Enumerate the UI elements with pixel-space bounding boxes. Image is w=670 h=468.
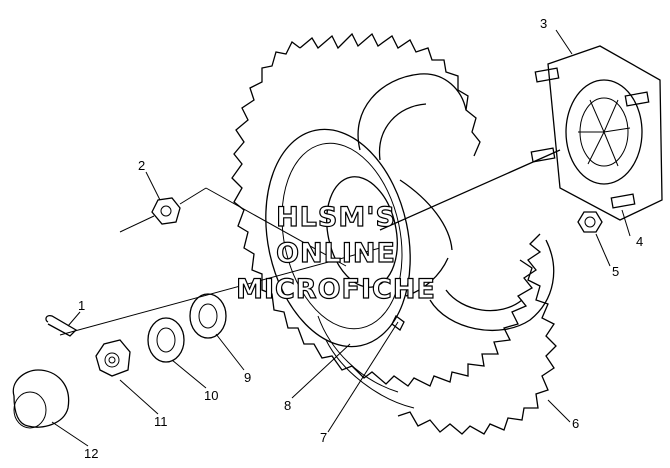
wheel-stud: [530, 67, 650, 209]
callout-10: 10: [204, 388, 218, 403]
axle-centerline: [59, 247, 381, 336]
callout-9: 9: [244, 370, 251, 385]
callout-8: 8: [284, 398, 291, 413]
callout-3: 3: [540, 16, 547, 31]
nut: [119, 187, 207, 233]
callout-6: 6: [572, 416, 579, 431]
callout-5: 5: [612, 264, 619, 279]
watermark-line-1: HLSM'S: [276, 202, 396, 233]
cotter-pin: [45, 314, 78, 337]
leader-lines: [51, 29, 631, 447]
watermark-line-2: ONLINE: [276, 238, 396, 269]
callout-1: 1: [78, 298, 85, 313]
callout-12: 12: [84, 446, 98, 461]
callout-4: 4: [636, 234, 643, 249]
watermark: HLSM'S ONLINE MICROFICHE: [235, 201, 436, 305]
callout-11: 11: [154, 414, 168, 429]
hub: [379, 45, 663, 231]
washer: [189, 293, 227, 339]
tire: [231, 32, 557, 435]
dust-cap: [12, 369, 70, 429]
lug-nut: [577, 211, 603, 233]
callouts: 1 2 3 4 5 6 7 8 9 10 11 12: [78, 16, 643, 461]
callout-2: 2: [138, 158, 145, 173]
callout-7: 7: [320, 430, 327, 445]
castle-nut: [95, 339, 131, 377]
watermark-line-3: MICROFICHE: [236, 274, 436, 305]
spacer-washer: [147, 317, 185, 363]
rim: [265, 128, 453, 348]
